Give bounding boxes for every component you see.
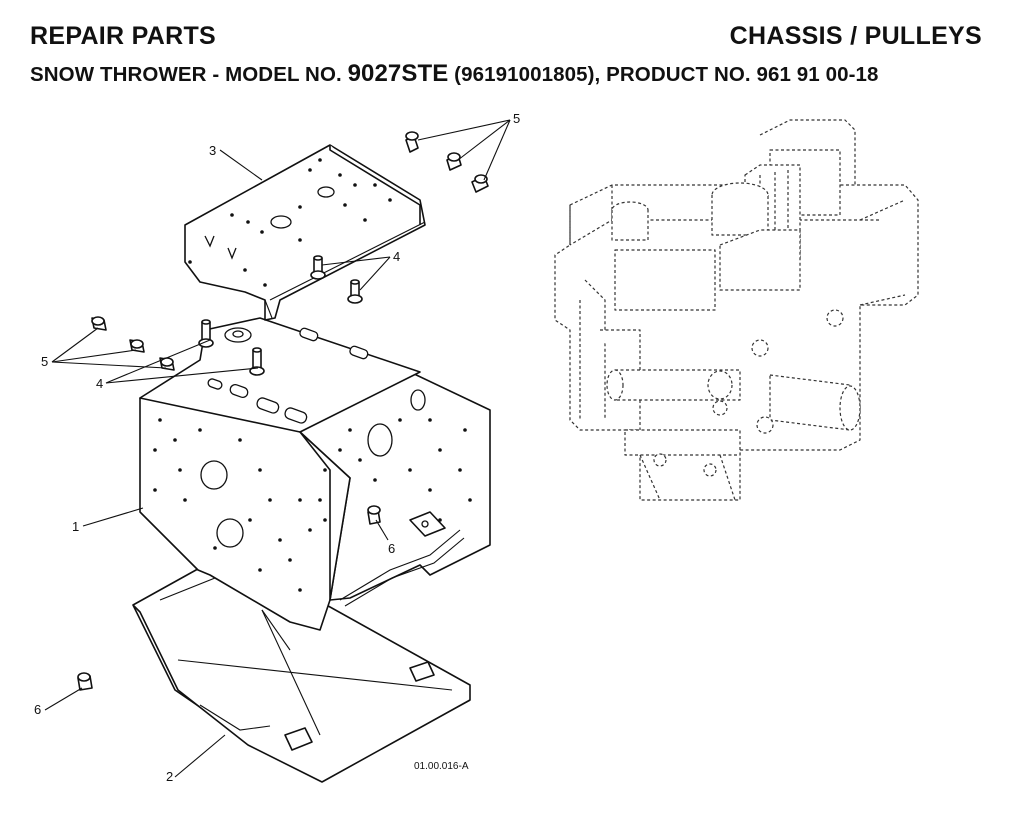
part-6-screws: [77, 505, 381, 691]
stud-2: [347, 279, 363, 304]
part-3-top-cover: [184, 144, 426, 321]
callout-5-left: 5: [41, 354, 48, 369]
screw-top-1: [405, 131, 419, 153]
callout-6-pan: 6: [34, 702, 41, 717]
part-1-chassis: [139, 317, 491, 631]
screw-top-2: [446, 152, 462, 171]
part-4-studs: [198, 255, 363, 376]
stud-1: [310, 255, 326, 280]
screw-left-3: [159, 357, 175, 371]
callout-1: 1: [72, 519, 79, 534]
screw-6-chassis: [367, 505, 381, 525]
screw-left-1: [91, 316, 107, 331]
chassis-bolt-holes: [153, 418, 472, 592]
callout-4-top: 4: [393, 249, 400, 264]
subtitle-prefix: SNOW THROWER - MODEL NO.: [30, 63, 348, 86]
subtitle-suffix: (96191001805), PRODUCT NO. 961 91 00-18: [448, 63, 879, 86]
cover-holes: [188, 158, 392, 287]
callout-6-chassis: 6: [388, 541, 395, 556]
model-subtitle: SNOW THROWER - MODEL NO. 9027STE (961910…: [30, 60, 879, 88]
drawing-code: 01.00.016-A: [414, 761, 469, 772]
part-5-screws: [91, 131, 489, 371]
callout-5-top: 5: [513, 111, 520, 126]
callout-2: 2: [166, 769, 173, 784]
screw-6-pan: [77, 672, 93, 691]
part-2-bottom-pan: [132, 564, 471, 783]
callout-4-left: 4: [96, 376, 103, 391]
page-title: REPAIR PARTS: [30, 22, 217, 50]
callout-3: 3: [209, 143, 216, 158]
stud-3: [198, 319, 214, 348]
model-number: 9027STE: [347, 60, 449, 87]
section-title: CHASSIS / PULLEYS: [729, 22, 982, 50]
screw-left-2: [129, 339, 145, 353]
leader-lines: [44, 119, 511, 778]
engine-reference-outline: [554, 119, 919, 501]
